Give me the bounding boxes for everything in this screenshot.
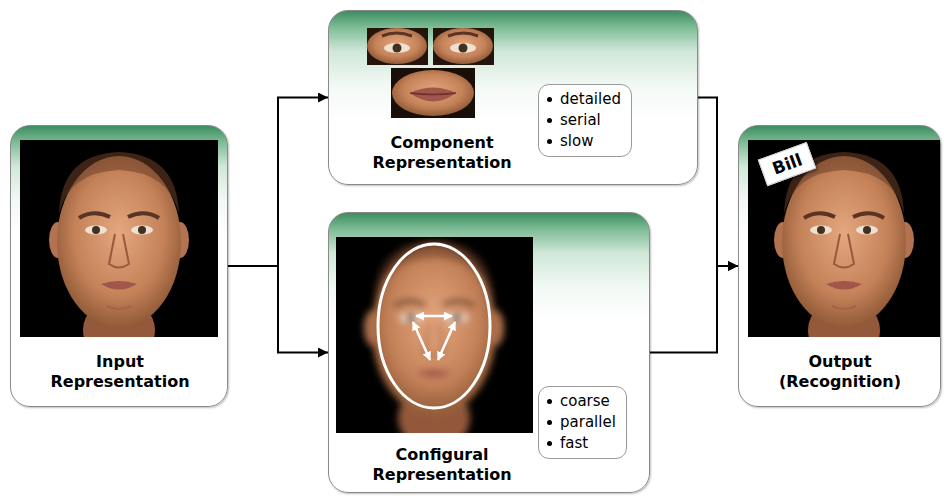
- bullet-item: parallel: [547, 412, 616, 433]
- bullet-dot: [547, 97, 552, 102]
- bullet-item: detailed: [547, 89, 621, 110]
- bullet-dot: [547, 118, 552, 123]
- panel-title: Output (Recognition): [755, 352, 925, 392]
- property-text: parallel: [560, 412, 616, 433]
- output-panel: BillOutput (Recognition): [738, 125, 941, 407]
- panel-title: Component Representation: [342, 133, 542, 173]
- panel-title: Input Representation: [35, 352, 205, 392]
- property-text: slow: [560, 131, 593, 152]
- panel-title: Configural Representation: [342, 445, 542, 485]
- bullet-item: serial: [547, 110, 621, 131]
- property-text: coarse: [560, 391, 610, 412]
- bullet-dot: [547, 441, 552, 446]
- name-label: Bill: [769, 148, 805, 179]
- configural-panel: coarseparallelfastConfigural Representat…: [328, 212, 650, 493]
- component-panel: detailedserialslowComponent Representati…: [328, 10, 698, 185]
- flow-arrow: [698, 98, 738, 267]
- name-tag: Bill: [758, 142, 817, 186]
- bullet-item: slow: [547, 131, 621, 152]
- bullet-dot: [547, 399, 552, 404]
- property-text: serial: [560, 110, 601, 131]
- property-list: detailedserialslow: [538, 84, 632, 157]
- input-panel: Input Representation: [10, 125, 228, 407]
- bullet-item: coarse: [547, 391, 616, 412]
- flow-arrow: [228, 98, 328, 267]
- bullet-item: fast: [547, 433, 616, 454]
- property-text: fast: [560, 433, 588, 454]
- bullet-dot: [547, 139, 552, 144]
- bullet-dot: [547, 420, 552, 425]
- flow-arrow: [650, 266, 738, 353]
- property-text: detailed: [560, 89, 621, 110]
- property-list: coarseparallelfast: [538, 386, 627, 459]
- flow-arrow: [228, 266, 328, 353]
